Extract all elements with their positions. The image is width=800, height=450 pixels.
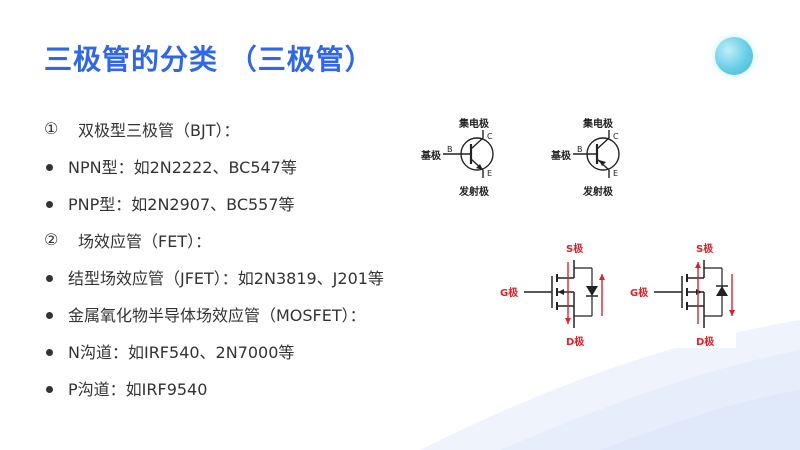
list-item-text: 场效应管（FET）： — [78, 231, 212, 251]
c-pin-label: C — [613, 132, 619, 141]
b-pin-label: B — [577, 145, 583, 154]
n-mosfet-diagram: S极 G极 D极 — [498, 240, 606, 348]
list-item-text: 金属氧化物半导体场效应管（MOSFET）： — [68, 305, 366, 325]
drain-label: D极 — [696, 335, 715, 348]
base-label: 基极 — [420, 149, 442, 162]
list-item-text: P沟道：如IRF9540 — [68, 379, 208, 399]
list-item-text: 结型场效应管（JFET）：如2N3819、J201等 — [68, 268, 384, 288]
base-label: 基极 — [550, 149, 572, 162]
bullet-icon — [44, 341, 68, 360]
b-pin-label: B — [447, 145, 453, 154]
collector-label: 集电极 — [582, 117, 614, 130]
list-item: N沟道：如IRF540、2N7000等 — [44, 332, 384, 369]
emitter-label: 发射极 — [582, 185, 614, 198]
number-marker: ① — [44, 119, 59, 138]
npn-transistor-diagram: 集电极 基极 发射极 C B E — [415, 112, 519, 200]
list-item: P沟道：如IRF9540 — [44, 369, 384, 406]
list-item: 结型场效应管（JFET）：如2N3819、J201等 — [44, 258, 384, 295]
list-item-text: 双极型三极管（BJT）： — [78, 120, 240, 140]
collector-label: 集电极 — [458, 117, 490, 130]
source-label: S极 — [696, 242, 714, 255]
number-marker: ② — [44, 230, 59, 249]
list-item-text: N沟道：如IRF540、2N7000等 — [68, 342, 295, 362]
list-item: PNP型：如2N2907、BC557等 — [44, 184, 384, 221]
page-title: 三极管的分类 （三极管） — [44, 43, 374, 76]
source-label: S极 — [566, 242, 584, 255]
classification-list: ① 双极型三极管（BJT）： NPN型：如2N2222、BC547等 PNP型：如2N… — [44, 110, 384, 406]
c-pin-label: C — [487, 132, 493, 141]
gate-label: G极 — [500, 286, 519, 299]
pnp-transistor-diagram: 集电极 基极 发射极 C B E — [545, 112, 649, 200]
list-item-text: PNP型：如2N2907、BC557等 — [68, 194, 295, 214]
list-item: ② 场效应管（FET）： — [44, 221, 384, 258]
e-pin-label: E — [613, 169, 618, 178]
list-item: ① 双极型三极管（BJT）： — [44, 110, 384, 147]
list-item-text: NPN型：如2N2222、BC547等 — [68, 157, 297, 177]
p-mosfet-diagram: S极 G极 D极 — [628, 240, 736, 348]
list-item: NPN型：如2N2222、BC547等 — [44, 147, 384, 184]
emitter-label: 发射极 — [458, 185, 490, 198]
bullet-icon — [44, 156, 68, 175]
bullet-icon — [44, 378, 68, 397]
decorative-circle — [715, 37, 753, 75]
bullet-icon — [44, 304, 68, 323]
list-item: 金属氧化物半导体场效应管（MOSFET）： — [44, 295, 384, 332]
drain-label: D极 — [566, 335, 585, 348]
bullet-icon — [44, 267, 68, 286]
bullet-icon — [44, 193, 68, 212]
e-pin-label: E — [487, 169, 492, 178]
gate-label: G极 — [630, 286, 649, 299]
